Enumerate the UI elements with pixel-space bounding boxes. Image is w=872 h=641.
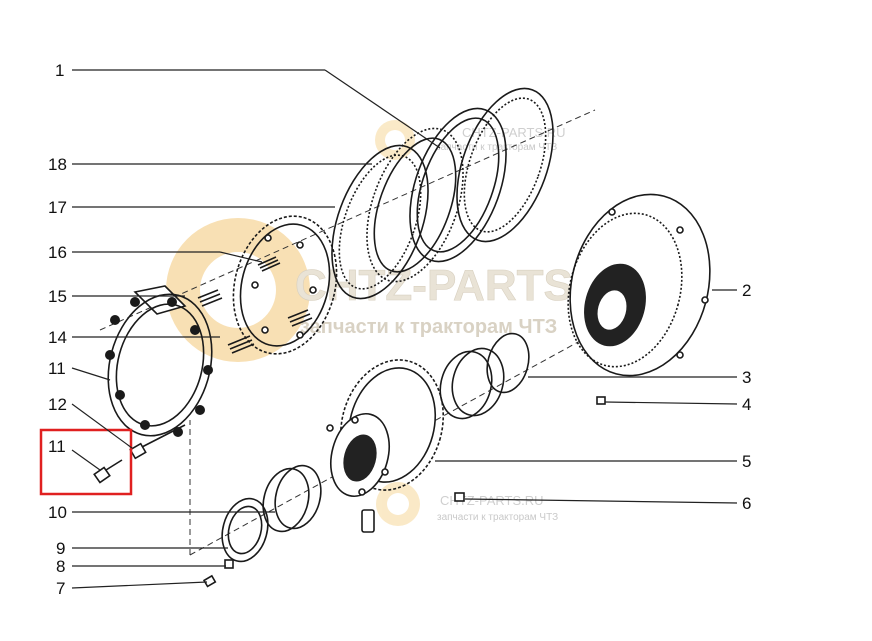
callout-3: 3 xyxy=(742,368,751,387)
spring-center xyxy=(287,309,313,327)
washer-8 xyxy=(224,559,234,569)
bolt-11-highlight xyxy=(39,428,133,496)
callout-14: 14 xyxy=(48,328,67,347)
friction-disc-17 xyxy=(331,144,429,300)
chain-housing-11 xyxy=(105,293,213,437)
bearing-ring xyxy=(439,347,505,420)
lever-plate-15 xyxy=(133,285,187,315)
callout-8: 8 xyxy=(56,557,65,576)
spring-15 xyxy=(197,289,223,307)
screw-6 xyxy=(454,492,465,502)
callout-4: 4 xyxy=(742,395,751,414)
watermark-tagline-center: запчасти к тракторам ЧТЗ xyxy=(300,316,557,338)
watermark-brand-bottom: CHTZ-PARTS.RU xyxy=(440,493,544,508)
callout-5: 5 xyxy=(742,452,751,471)
friction-disc-18 xyxy=(366,127,464,283)
roller-pin xyxy=(361,509,375,533)
callout-12: 12 xyxy=(48,395,67,414)
friction-disc-2 xyxy=(409,107,507,263)
callout-7: 7 xyxy=(56,579,65,598)
bolt-7 xyxy=(202,574,217,588)
callout-15: 15 xyxy=(48,287,67,306)
bolt-4 xyxy=(596,396,606,405)
callout-11-upper: 11 xyxy=(48,359,66,378)
callout-9: 9 xyxy=(56,539,65,558)
watermark-gear-icon xyxy=(166,120,420,526)
callout-2: 2 xyxy=(742,281,751,300)
callout-16: 16 xyxy=(48,243,67,262)
cover-plate-9 xyxy=(221,497,269,563)
callout-10: 10 xyxy=(48,503,67,522)
watermark-tagline-bottom: запчасти к тракторам ЧТЗ xyxy=(437,512,558,523)
callout-18: 18 xyxy=(48,155,67,174)
callout-6: 6 xyxy=(742,494,751,513)
callout-11-lower: 11 xyxy=(48,437,66,456)
housing-2 xyxy=(567,193,711,377)
watermark-tagline-top: запчасти к тракторам ЧТЗ xyxy=(436,142,557,153)
bolt-12 xyxy=(129,424,186,460)
leader-lines xyxy=(71,69,738,589)
bearing-10 xyxy=(262,464,322,533)
pressure-plate-16 xyxy=(232,215,338,355)
gear-hub-5 xyxy=(326,359,445,498)
ring-3 xyxy=(486,332,530,394)
spring-14 xyxy=(227,335,255,354)
callout-17: 17 xyxy=(48,198,67,217)
spring-16 xyxy=(257,256,281,272)
watermark-brand-top: CHTZ-PARTS.RU xyxy=(462,125,566,140)
callout-1: 1 xyxy=(55,61,64,80)
